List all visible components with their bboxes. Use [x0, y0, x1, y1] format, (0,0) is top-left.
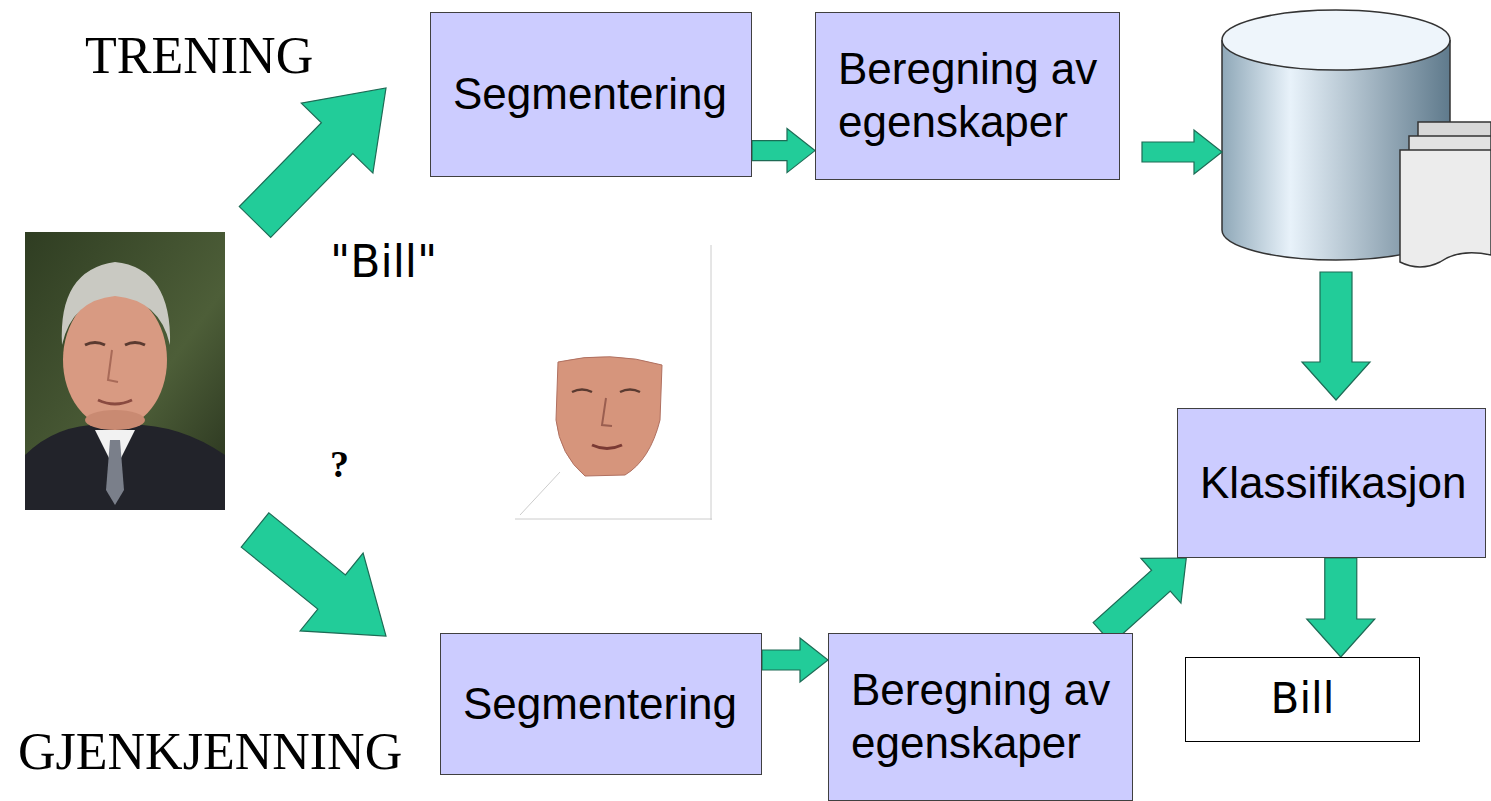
flow-arrow — [752, 129, 815, 173]
flow-arrow — [1307, 558, 1375, 657]
process-box: Klassifikasjon — [1177, 408, 1486, 558]
process-box: Beregning av egenskaper — [828, 633, 1133, 801]
process-box: Segmentering — [440, 633, 762, 775]
flow-arrow — [762, 638, 828, 682]
block-arrow — [1302, 272, 1370, 400]
flow-arrow — [1093, 558, 1186, 643]
segmented-face — [515, 245, 712, 520]
block-arrow — [241, 513, 386, 636]
box-text: Beregning av egenskaper — [851, 664, 1120, 770]
block-arrow — [239, 88, 386, 237]
class-name-label: "Bill" — [330, 236, 437, 287]
unknown-mark: ? — [330, 442, 349, 486]
phase-label: GJENKJENNING — [18, 722, 402, 781]
block-arrow — [1142, 130, 1222, 174]
process-box: Segmentering — [430, 12, 752, 177]
portrait-photo — [25, 232, 225, 510]
box-text: Bill — [1200, 674, 1405, 724]
box-text: Segmentering — [463, 678, 749, 731]
result-box: Bill — [1185, 657, 1420, 742]
document-stack — [1400, 122, 1491, 267]
box-text: Segmentering — [453, 68, 739, 121]
phase-label: TRENING — [85, 26, 313, 85]
box-text: Klassifikasjon — [1200, 457, 1473, 510]
box-text: Beregning av egenskaper — [838, 43, 1107, 149]
process-box: Beregning av egenskaper — [815, 12, 1120, 180]
